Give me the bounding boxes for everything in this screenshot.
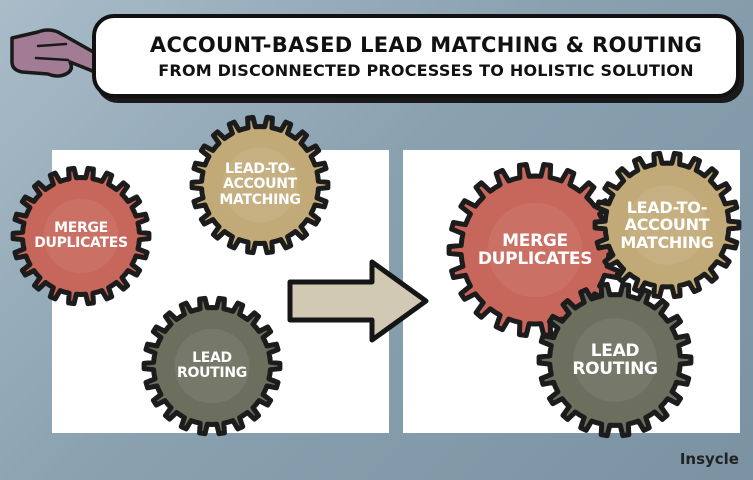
gear-lead-to-account-after-icon xyxy=(592,150,742,300)
gear-label-line: LEAD-TO- xyxy=(224,161,296,178)
gear-label-line: DUPLICATES xyxy=(477,249,593,269)
gear-label-line: MATCHING xyxy=(219,191,301,208)
gear-label-line: ACCOUNT xyxy=(223,176,297,193)
arrow-right-icon xyxy=(287,259,429,343)
gear-merge-duplicates-after-icon xyxy=(446,162,624,338)
page-title: ACCOUNT-BASED LEAD MATCHING & ROUTING xyxy=(149,32,703,57)
gear-label-line: LEAD-TO- xyxy=(626,198,708,218)
gear-label-line: LEAD xyxy=(590,340,640,361)
gear-label-line: ACCOUNT xyxy=(624,215,710,235)
gear-label-line: MERGE xyxy=(502,230,568,251)
gear-label-line: MERGE xyxy=(54,219,108,236)
brand-logo: Insycle xyxy=(679,450,739,468)
gear-label-line: ROUTING xyxy=(177,365,247,381)
gear-label-line: ROUTING xyxy=(572,359,658,379)
title-box: ACCOUNT-BASED LEAD MATCHING & ROUTING FR… xyxy=(92,14,740,98)
page-subtitle: FROM DISCONNECTED PROCESSES TO HOLISTIC … xyxy=(158,60,694,80)
gear-lead-routing-after-icon xyxy=(536,281,694,439)
gear-lead-routing-before-icon xyxy=(141,295,283,437)
gear-label-line: LEAD xyxy=(192,349,232,366)
pointing-hand-icon xyxy=(10,28,110,78)
gear-lead-to-account-before-icon xyxy=(189,114,331,256)
gear-label-line: MATCHING xyxy=(620,232,714,252)
gear-merge-duplicates-before-icon xyxy=(10,165,152,307)
gear-label-line: DUPLICATES xyxy=(34,235,128,251)
